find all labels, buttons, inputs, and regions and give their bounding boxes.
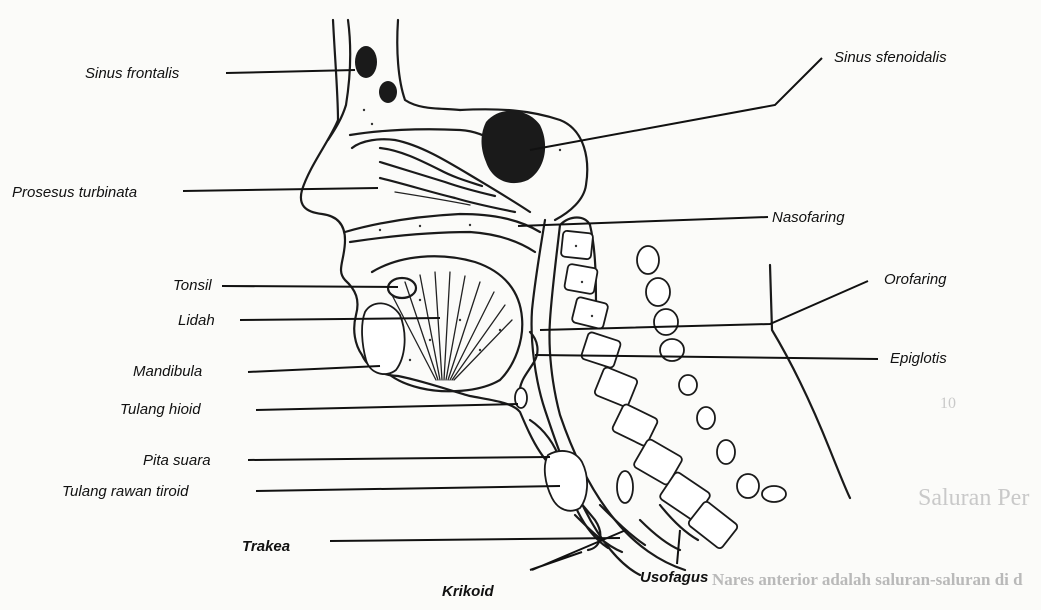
leader-lidah <box>240 318 440 320</box>
leader-tulang-rawan-tiroid <box>256 486 560 491</box>
tonsil-shape <box>388 278 416 298</box>
label-orofaring: Orofaring <box>884 271 947 288</box>
leader-mandibula <box>248 366 380 372</box>
cricoid-shape <box>617 471 633 503</box>
leader-nasofaring <box>518 217 768 226</box>
bleed-page-number: 10 <box>940 395 956 412</box>
frontal-sinus-lower <box>379 81 397 103</box>
leader-pita-suara <box>248 457 550 460</box>
label-sinus-frontalis: Sinus frontalis <box>85 65 180 82</box>
leader-prosesus-turbinata <box>183 188 378 191</box>
bleed-body-line: Nares anterior adalah saluran-saluran di… <box>712 570 1023 589</box>
tongue-muscle-lines <box>392 272 512 380</box>
head-neck-illustration <box>301 20 850 575</box>
label-usofagus: Usofagus <box>640 569 708 586</box>
label-pita-suara: Pita suara <box>143 452 211 469</box>
sphenoid-sinus-shape <box>482 111 546 183</box>
thyroid-cartilage-shape <box>545 451 587 511</box>
label-tulang-rawan-tiroid: Tulang rawan tiroid <box>62 483 189 500</box>
label-epiglotis: Epiglotis <box>890 350 947 367</box>
label-tulang-hioid: Tulang hioid <box>120 401 201 418</box>
epiglottis-shape <box>520 332 537 388</box>
leader-trakea <box>330 538 620 541</box>
leader-sinus-sfenoidalis <box>530 58 822 150</box>
label-krikoid: Krikoid <box>442 583 495 600</box>
label-nasofaring: Nasofaring <box>772 209 845 226</box>
label-sinus-sfenoidalis: Sinus sfenoidalis <box>834 49 947 66</box>
mandible-shape <box>362 303 405 374</box>
label-prosesus-turbinata: Prosesus turbinata <box>12 184 137 201</box>
leader-usofagus <box>677 530 680 564</box>
labels: Sinus frontalis Sinus sfenoidalis Proses… <box>12 49 947 600</box>
leader-tulang-hioid <box>256 404 518 410</box>
vertebrae <box>561 231 739 550</box>
frontal-sinus-shape <box>355 46 377 78</box>
label-mandibula: Mandibula <box>133 363 202 380</box>
neck-back-line <box>770 265 850 498</box>
leader-tonsil <box>222 286 398 287</box>
bleed-heading: Saluran Per <box>918 485 1029 511</box>
label-tonsil: Tonsil <box>173 277 212 294</box>
label-lidah: Lidah <box>178 312 215 329</box>
label-trakea: Trakea <box>242 538 290 555</box>
